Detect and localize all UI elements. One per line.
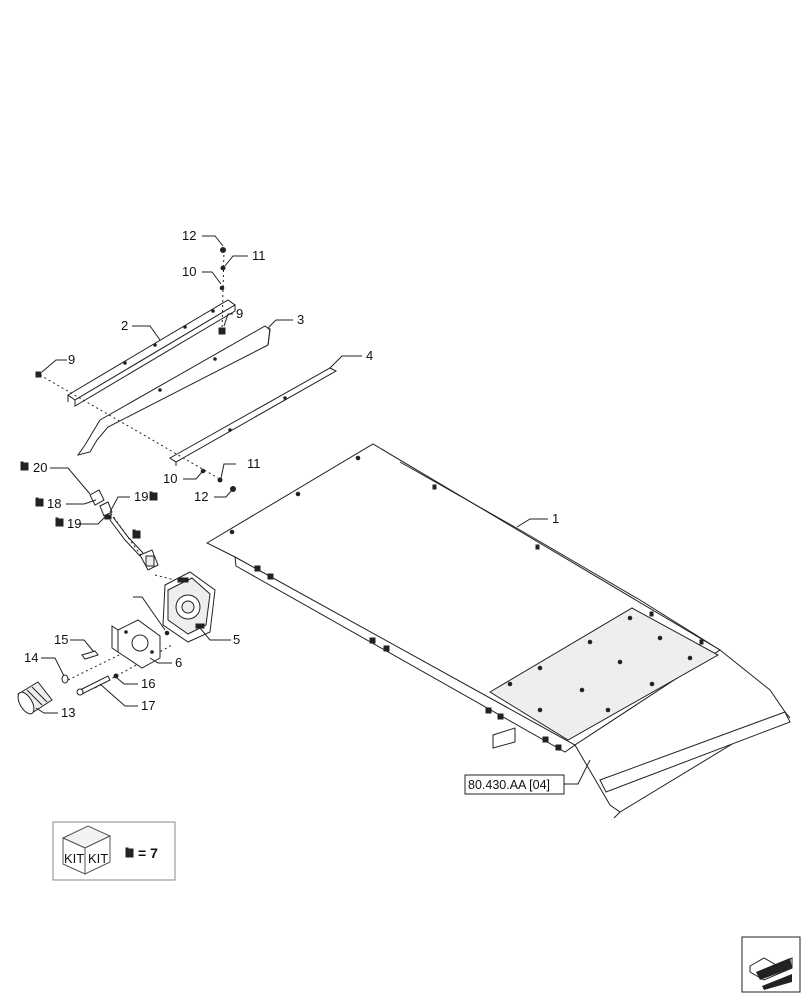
kit-text-right: KIT [88,851,108,866]
part-2-strip [67,299,236,407]
callout-3: 3 [297,312,304,327]
callout-10-bottom: 10 [163,471,177,486]
callout-11-top: 11 [252,248,266,263]
kit-equals-text: = 7 [138,845,158,861]
part-1-fasteners [229,455,704,751]
kit-legend: KIT KIT = 7 [52,821,176,881]
callout-1: 1 [552,511,559,526]
kit-marker-icon [149,491,158,501]
callout-9-left: 9 [68,352,75,367]
part-14-15 [61,650,99,684]
hardware-9-12 [35,247,236,492]
part-3-deflector [76,325,271,456]
kit-marker-icons [20,461,158,539]
kit-marker-icon [20,461,29,471]
navigation-arrow-icon[interactable] [741,936,801,993]
callout-4: 4 [366,348,373,363]
part-6-flange [111,619,161,669]
hardware-16-17 [76,630,170,696]
kit-marker-icon [125,847,134,858]
kit-marker-icon [55,517,64,527]
cable-assembly [89,489,159,571]
part-1-panel [205,443,791,819]
part-13-roller [17,681,53,715]
callout-15: 15 [54,632,68,647]
callout-12-top: 12 [182,228,196,243]
kit-cube-icon: KIT KIT [61,825,112,875]
kit-text-left: KIT [64,851,84,866]
callout-11-bottom: 11 [247,456,261,471]
callout-20: 20 [33,460,47,475]
callout-2: 2 [121,318,128,333]
leader-lines [35,235,591,785]
part-4-strip [169,367,338,466]
kit-marker-icon [35,497,44,507]
callout-17: 17 [141,698,155,713]
callout-14: 14 [24,650,38,665]
part-5-housing [162,571,216,643]
kit-marker-icon [132,529,141,539]
callout-10-top: 10 [182,264,196,279]
callout-6: 6 [175,655,182,670]
callout-5: 5 [233,632,240,647]
callout-13: 13 [61,705,75,720]
callout-19-right: 19 [134,489,148,504]
reference-box[interactable]: 80.430.AA [04] [464,774,565,795]
callout-19-left: 19 [67,516,81,531]
callout-18: 18 [47,496,61,511]
callout-16: 16 [141,676,155,691]
callout-labels: 12 11 10 9 2 3 4 9 11 10 12 1 20 18 19 1… [24,228,559,720]
callout-9-top: 9 [236,306,243,321]
reference-label[interactable]: 80.430.AA [04] [468,778,550,792]
callout-12-bottom: 12 [194,489,208,504]
